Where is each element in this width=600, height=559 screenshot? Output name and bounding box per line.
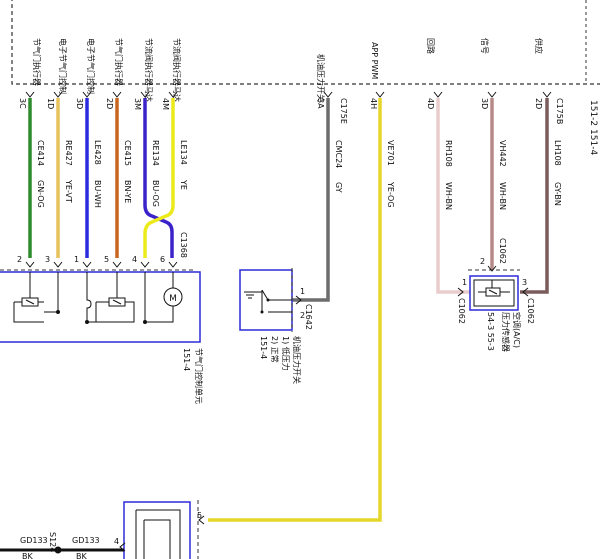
ac-sensor-pin-3: 3 [522,278,527,287]
wire-color: GN-OG [36,180,45,208]
oil-switch-desc-line: 1) 低压力 [281,336,291,371]
wire-circuit: CE414 [36,140,45,166]
wire-labels: CE414 GN-OG RE427 YE-VT LE428 BU-WH CE41… [36,140,562,210]
wire-circuit: RH108 [444,140,453,167]
app-sensor-pin-5: 5 [197,511,202,520]
throttle-desc: 节气门控制单元 [194,348,204,404]
ac-sensor-desc-line: 压力传感器 [501,312,511,352]
wire-circuit: RE427 [64,140,73,166]
wire-circuit: LE428 [93,140,102,165]
label-app-pwm: APP PWM [370,42,379,79]
s124-label: S124 [48,532,57,552]
pin-label: 4M [161,98,170,110]
label-throttle-motor-1: 节流阀执行器马达 [144,38,154,102]
wire-circuit: LE134 [179,140,188,165]
oil-switch-pin-1: 1 [300,287,305,296]
wire-circuit: CE415 [123,140,132,166]
module-pin-arrows [25,91,552,98]
wires [28,98,549,522]
wire-circuit: RE134 [151,140,160,166]
wire-color: YE-OG [386,181,395,208]
label-oil-pressure-switch: 机油压力开关 [316,54,326,102]
gd133-label: GD133 [20,536,48,545]
throttle-pin: 4 [132,255,137,264]
bk-label: BK [22,552,33,559]
wire-color: GY-BN [553,182,562,206]
ac-pressure-sensor [457,265,529,311]
ac-sensor-desc-line: 54-3 55-3 [486,312,495,351]
bk-label: BK [76,552,87,559]
ac-sensor-desc-line: 空调(A/C) [512,312,522,348]
pin-label: 2D [105,98,114,109]
throttle-pin: 3 [45,255,50,264]
connector-label-c175b: C175B [555,98,564,124]
pin-label: 1D [46,98,55,109]
label-supply: 供应 [534,38,544,54]
wire-color: WH-BN [444,182,453,210]
pin-label: 3D [75,98,84,109]
oil-switch-desc-line: 151-4 [259,336,268,359]
wire-circuit: VE701 [386,140,395,166]
label-signal: 信号 [480,38,490,54]
ac-sensor-pin-2: 2 [480,257,485,266]
wire-color: BU-OG [151,180,160,207]
oil-switch-desc-line: 机油压力开关 [292,336,302,384]
gd133-label: GD133 [72,536,100,545]
pin-label: 3D [480,98,489,109]
wire-circuit: CMC24 [334,140,343,168]
pcm-module [11,0,600,85]
label-throttle-motor-2: 节流阀执行器马达 [172,38,182,102]
motor-symbol: M [169,294,177,304]
wire-circuit: VH442 [498,140,507,167]
oil-switch-desc: 机油压力开关 1) 低压力 2) 正常 151-4 [259,336,302,384]
module-pin-labels: 3C 1D 3D 2D 3M 4M 3A 4H 4D 3D 2D C175E C… [18,98,564,124]
app-sensor-unit [119,500,205,559]
throttle-ref: 151-4 [182,348,191,371]
wire-color: BN-YE [123,180,132,203]
throttle-pin: 2 [17,255,22,264]
connector-label-c1062: C1062 [498,238,507,264]
top-labels: 节气门执行器 电子节气门控制 电子节气门控制 节气门执行器 节流阀执行器马达 节… [32,38,544,102]
wire-color: YE-VT [64,179,73,203]
pin-label: 4D [426,98,435,109]
wire-color: BU-WH [93,180,102,208]
pin-label: 3A [316,98,325,109]
connector-label-c1642: C1642 [304,304,313,330]
oil-switch-pin-2: 2 [300,311,305,320]
throttle-pin: 1 [74,255,79,264]
wire-color: WH-BN [498,182,507,210]
ground-splice [0,546,124,554]
label-throttle-actuator-1: 节气门执行器 [32,38,42,86]
connector-label-c1062: C1062 [526,298,535,324]
ground-labels: GD133 S124 GD133 BK BK [20,532,100,559]
pin-label: 4H [369,98,378,109]
oil-pressure-switch [239,268,302,332]
throttle-pin: 6 [160,255,165,264]
label-throttle-actuator-2: 节气门执行器 [114,38,124,86]
wire-circuit: LH108 [553,140,562,166]
module-ref: 151-2 151-4 [588,100,598,155]
label-return: 回路 [426,38,436,54]
pin-label: 2D [534,98,543,109]
pin-label: 3C [18,98,27,109]
wire-color: YE [179,179,188,190]
ac-sensor-pin-1: 1 [462,278,467,287]
ac-sensor-desc: 空调(A/C) 压力传感器 54-3 55-3 [486,312,522,352]
label-etc-1: 电子节气门控制 [58,38,68,94]
wire-color: GY [334,182,343,193]
throttle-pin-numbers: 2 3 1 5 4 6 [17,255,165,264]
label-etc-2: 电子节气门控制 [86,38,96,94]
throttle-body-unit: M [0,261,201,343]
oil-switch-desc-line: 2) 正常 [270,336,279,363]
connector-label-c175e: C175E [339,98,348,124]
throttle-pin: 5 [104,255,109,264]
app-sensor-pin-4: 4 [114,537,119,546]
connector-label-c1368: C1368 [179,232,188,258]
connector-label-c1062: C1062 [457,298,466,324]
pin-label: 3M [133,98,142,110]
